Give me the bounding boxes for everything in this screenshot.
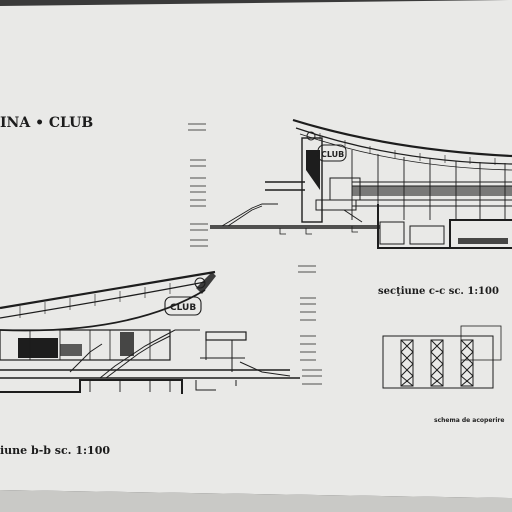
sheet-title: INA • CLUB	[0, 115, 93, 131]
paper-sheet	[0, 0, 512, 498]
roof-scheme-plan	[382, 325, 502, 389]
club-sign-bb: CLUB	[170, 303, 196, 313]
section-cc-drawing: CLUB	[188, 118, 512, 249]
roof-scheme-label: schema de acoperire	[434, 417, 504, 424]
section-cc-label: secţiune c-c sc. 1:100	[378, 286, 499, 297]
section-bb-label: iune b-b sc. 1:100	[0, 444, 110, 457]
club-sign-cc: CLUB	[321, 150, 344, 159]
section-bb-drawing: CLUB	[0, 265, 322, 394]
